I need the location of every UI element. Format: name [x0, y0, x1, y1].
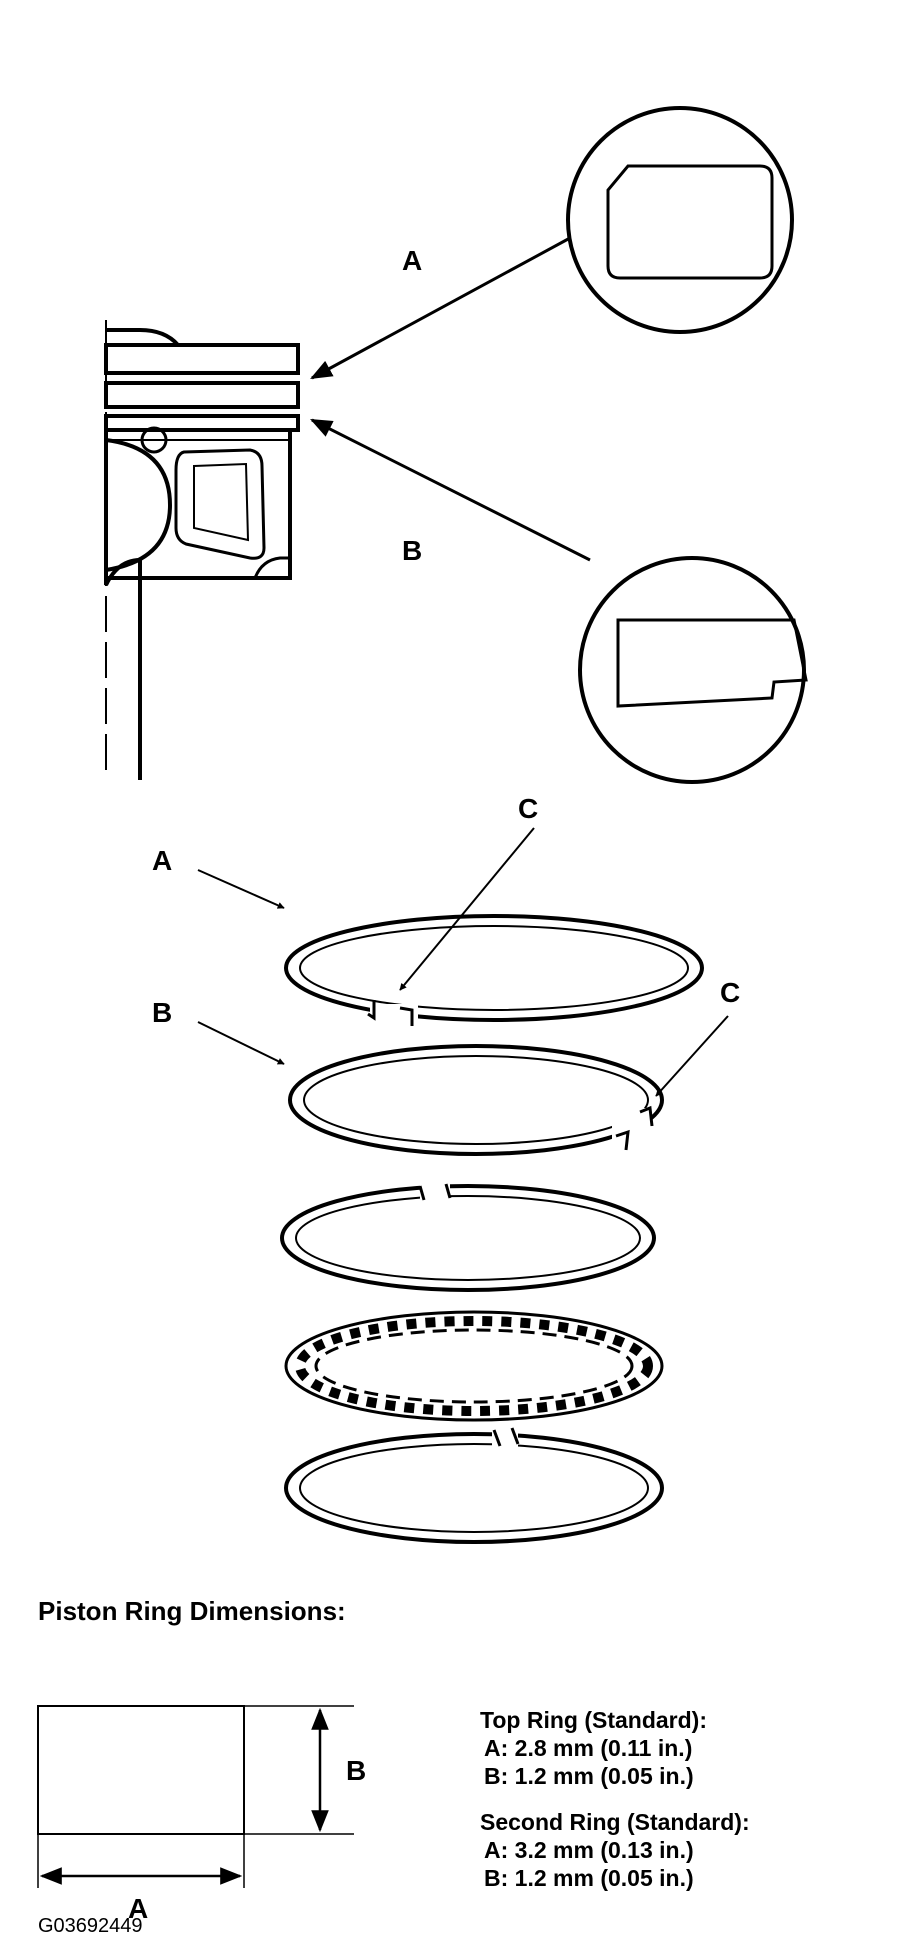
third-ring — [280, 1176, 656, 1292]
top-ring-a: A: 2.8 mm (0.11 in.) — [484, 1735, 692, 1761]
ring-arrow-c2 — [655, 1015, 729, 1097]
label-upper-b: B — [402, 535, 422, 566]
top-ring-b: B: 1.2 mm (0.05 in.) — [484, 1763, 694, 1789]
top-ring — [284, 914, 704, 1026]
ring-arrow-a — [197, 869, 285, 909]
upper-arrow-a — [310, 236, 571, 380]
ring-section-dimension-figure — [37, 1705, 354, 1888]
second-ring — [288, 1044, 664, 1156]
figure-code: G03692449 — [38, 1915, 143, 1937]
ring-stack — [280, 914, 704, 1544]
label-ring-c-second: C — [720, 977, 740, 1008]
label-dimension-a: A — [128, 1893, 148, 1924]
dimensions-title: Piston Ring Dimensions: — [38, 1596, 346, 1626]
label-dimension-b: B — [346, 1755, 366, 1786]
second-ring-a: A: 3.2 mm (0.13 in.) — [484, 1837, 694, 1863]
label-ring-c-top: C — [518, 793, 538, 824]
second-ring-heading: Second Ring (Standard): — [480, 1809, 750, 1835]
top-ring-spec: Top Ring (Standard): A: 2.8 mm (0.11 in.… — [480, 1707, 707, 1789]
label-upper-a: A — [402, 245, 422, 276]
piston-section — [104, 320, 300, 780]
detail-circle-second-ring — [578, 556, 808, 784]
expander-ring — [284, 1310, 664, 1422]
upper-arrow-b — [310, 418, 591, 562]
top-ring-heading: Top Ring (Standard): — [480, 1707, 707, 1733]
second-ring-spec: Second Ring (Standard): A: 3.2 mm (0.13 … — [480, 1809, 750, 1891]
label-ring-a: A — [152, 845, 172, 876]
ring-arrow-c1 — [399, 827, 535, 991]
detail-circle-top-ring — [566, 106, 794, 334]
ring-arrow-b — [197, 1021, 285, 1065]
bottom-rail — [284, 1424, 664, 1544]
label-ring-b: B — [152, 997, 172, 1028]
second-ring-b: B: 1.2 mm (0.05 in.) — [484, 1865, 694, 1891]
